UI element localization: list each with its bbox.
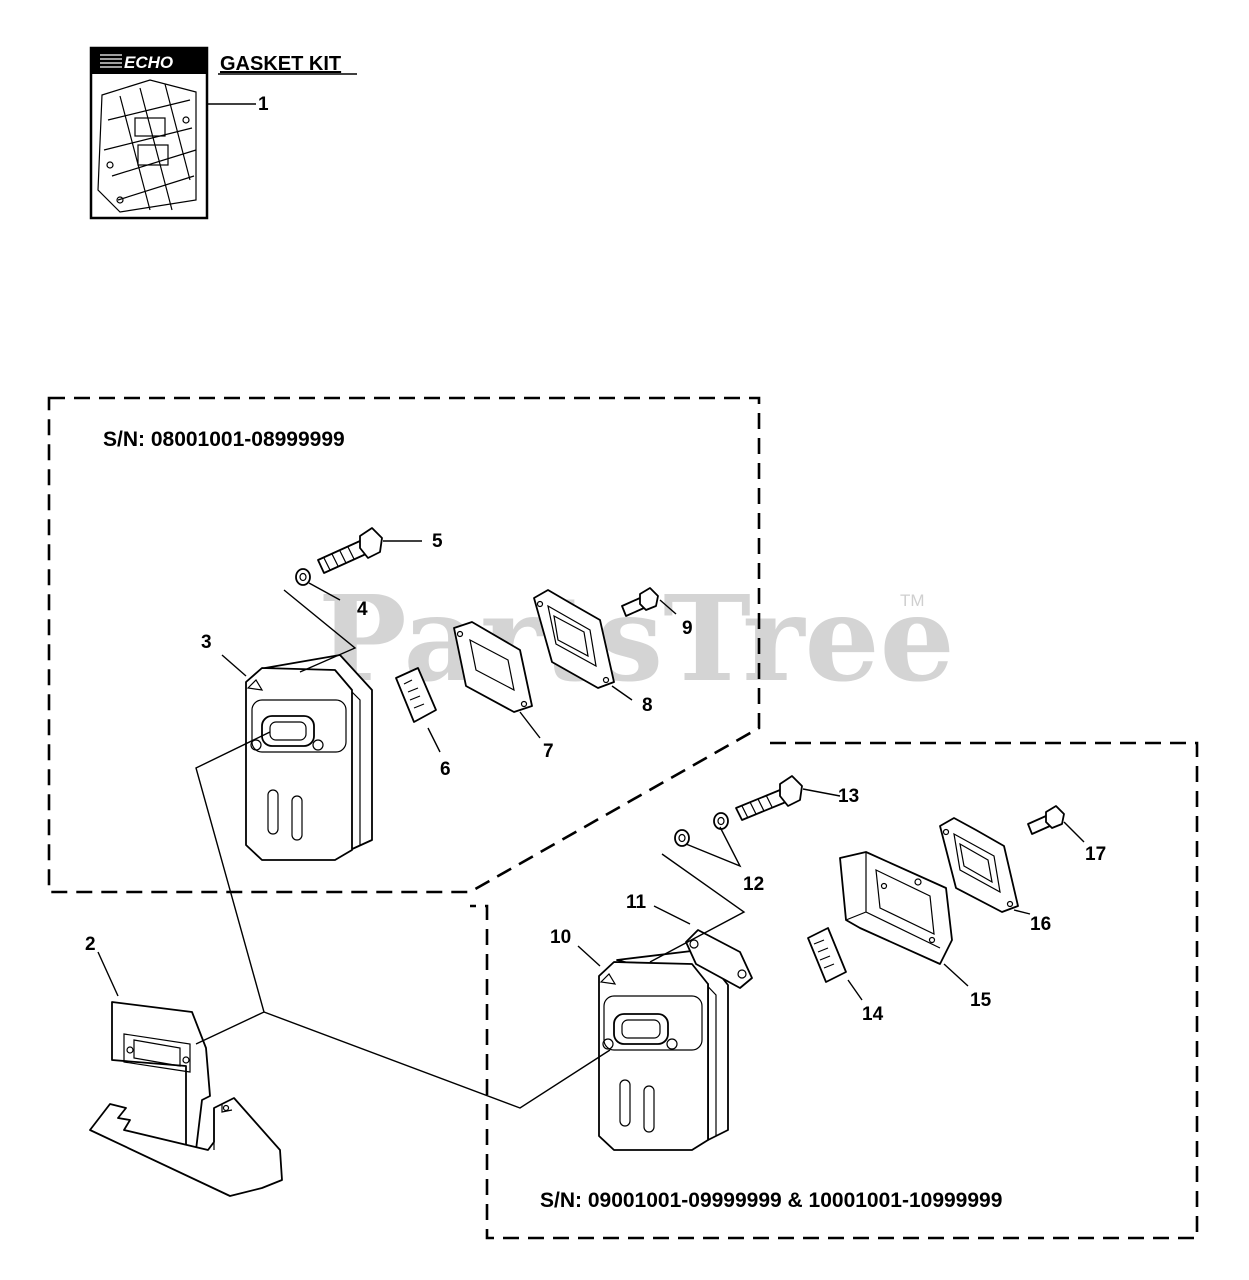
callout-numbers: 1 2 3 4 5 6 7 8 9 10 11 12 13 14 15 16 1… (85, 94, 1106, 1025)
heat-shield[interactable] (89, 1001, 283, 1197)
callout-13: 13 (838, 786, 859, 807)
exhaust-gasket-upper[interactable] (453, 621, 533, 713)
muffler-lower[interactable] (598, 949, 729, 1151)
gasket-kit-drawing (97, 79, 197, 213)
upper-serial-region (47, 396, 761, 894)
callout-12: 12 (743, 874, 764, 895)
echo-logo-stripes (100, 54, 122, 68)
callout-3: 3 (201, 632, 212, 653)
exhaust-plate-gasket-upper[interactable] (533, 589, 615, 689)
callout-5: 5 (432, 531, 443, 552)
callout-2: 2 (85, 934, 96, 955)
callout-17: 17 (1085, 844, 1106, 865)
washers-lower[interactable] (674, 812, 729, 847)
bolt-lower[interactable] (735, 775, 803, 821)
gasket-kit-package[interactable]: ECHO (89, 46, 209, 220)
spark-screen-lower[interactable] (807, 927, 847, 983)
screw-lower[interactable] (1027, 805, 1065, 835)
callout-10: 10 (550, 927, 571, 948)
muffler-plate-lower[interactable] (685, 929, 753, 989)
washer-upper[interactable] (295, 568, 311, 586)
serial-range-upper: S/N: 08001001-08999999 (103, 428, 345, 451)
serial-range-lower: S/N: 09001001-09999999 & 10001001-109999… (540, 1189, 1002, 1212)
callout-9: 9 (682, 618, 693, 639)
upper-leader-lines (221, 540, 677, 753)
screw-upper[interactable] (621, 587, 659, 617)
callout-16: 16 (1030, 914, 1051, 935)
callout-7: 7 (543, 741, 554, 762)
muffler-cover-lower[interactable] (839, 851, 953, 965)
lower-leader-lines (97, 103, 1085, 1109)
watermark-trademark: TM (900, 591, 925, 610)
callout-15: 15 (970, 990, 992, 1011)
exhaust-plate-gasket-lower[interactable] (939, 817, 1019, 913)
callout-4: 4 (357, 599, 368, 620)
callout-6: 6 (440, 759, 451, 780)
spark-screen-upper[interactable] (395, 667, 437, 723)
callout-8: 8 (642, 695, 653, 716)
callout-1: 1 (258, 94, 269, 115)
callout-11: 11 (626, 892, 647, 913)
lower-serial-region (470, 741, 1199, 1240)
bolt-upper[interactable] (317, 527, 383, 574)
echo-logo: ECHO (124, 53, 173, 72)
callout-14: 14 (862, 1004, 884, 1025)
gasket-kit-title: GASKET KIT (220, 53, 341, 75)
muffler-upper[interactable] (245, 654, 373, 861)
